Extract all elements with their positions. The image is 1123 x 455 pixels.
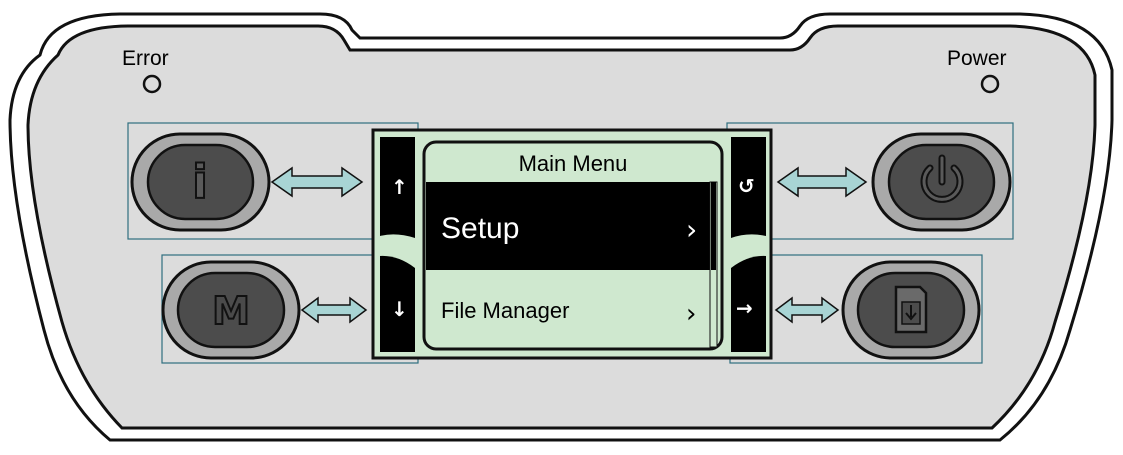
sd-card-download-icon [894,285,928,334]
power-button[interactable] [871,132,1012,232]
up-key[interactable]: ↑ [380,137,415,238]
info-icon: i [192,155,208,209]
power-led-icon [980,74,1000,94]
power-label: Power [947,47,1007,70]
link-arrow-feed [774,296,840,324]
link-arrow-power [776,166,868,198]
chevron-right-icon: › [686,299,696,329]
back-key[interactable]: ↺ [731,137,766,238]
power-icon [920,154,964,203]
right-arrow-icon: → [736,296,753,320]
down-key[interactable]: ↓ [380,255,415,352]
right-key[interactable]: → [731,255,766,352]
menu-button[interactable]: M [161,260,301,360]
menu-item-setup[interactable]: Setup › [426,182,710,270]
menu-m-icon: M [212,289,250,333]
feed-button[interactable] [841,260,981,360]
error-led-icon [142,74,162,94]
error-label: Error [122,47,169,70]
scrollbar-thumb[interactable] [711,182,716,270]
info-button[interactable]: i [130,132,271,232]
link-arrow-menu [300,296,368,324]
lcd-scrollbar[interactable] [709,181,718,348]
lcd-title: Main Menu [519,151,628,176]
back-arrow-icon: ↺ [738,174,755,198]
up-arrow-icon: ↑ [391,175,408,199]
menu-item-label: Setup [441,212,519,245]
menu-item-label: File Manager [441,298,569,323]
menu-item-file-manager[interactable]: File Manager › [441,298,696,329]
chevron-right-icon: › [686,213,697,246]
down-arrow-icon: ↓ [391,297,408,321]
link-arrow-info [270,166,364,198]
lcd-screen: Main Menu Setup › File Manager › [422,140,724,351]
